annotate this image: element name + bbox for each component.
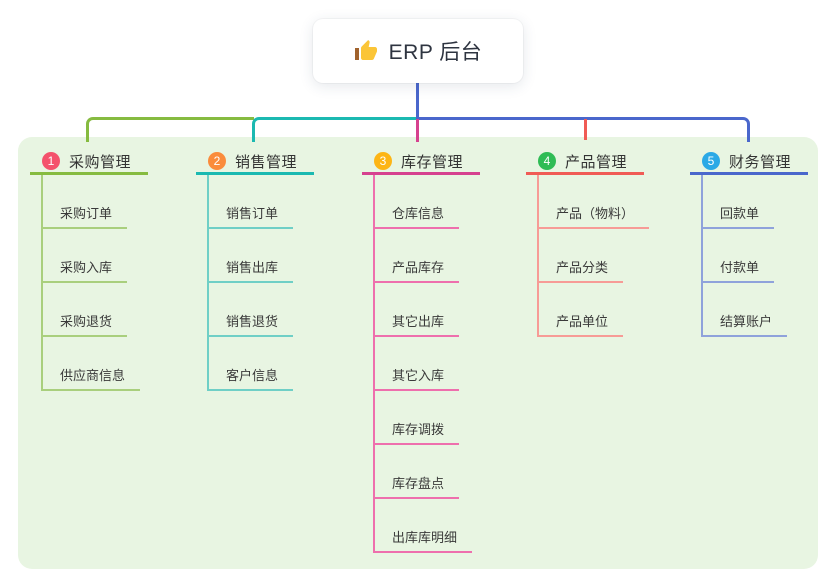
node-row: 仓库信息 xyxy=(375,175,480,229)
badge-2: 2 xyxy=(208,152,226,170)
node-row: 产品单位 xyxy=(539,283,644,337)
node-row: 采购订单 xyxy=(43,175,148,229)
node-item[interactable]: 付款单 xyxy=(703,257,775,283)
branch-inventory-header[interactable]: 3 库存管理 xyxy=(362,150,480,175)
node-item[interactable]: 客户信息 xyxy=(209,365,294,391)
node-item[interactable]: 仓库信息 xyxy=(375,203,460,229)
node-row: 回款单 xyxy=(703,175,808,229)
thumbs-up-icon xyxy=(354,39,378,63)
node-row: 销售退货 xyxy=(209,283,314,337)
connector-branch-5 xyxy=(416,117,750,142)
node-item[interactable]: 销售出库 xyxy=(209,257,294,283)
connector-branch-2 xyxy=(252,117,417,142)
node-item[interactable]: 其它出库 xyxy=(375,311,460,337)
branch-purchase-header[interactable]: 1 采购管理 xyxy=(30,150,148,175)
node-row: 库存盘点 xyxy=(375,445,480,499)
node-item[interactable]: 产品库存 xyxy=(375,257,460,283)
node-row: 其它入库 xyxy=(375,337,480,391)
node-row: 销售订单 xyxy=(209,175,314,229)
branch-product-children: 产品（物料） 产品分类 产品单位 xyxy=(537,175,650,337)
badge-1: 1 xyxy=(42,152,60,170)
branch-purchase-title: 采购管理 xyxy=(69,153,132,171)
node-row: 结算账户 xyxy=(703,283,808,337)
node-item[interactable]: 产品（物料） xyxy=(539,203,650,229)
node-row: 其它出库 xyxy=(375,283,480,337)
branch-product: 4 产品管理 产品（物料） 产品分类 产品单位 xyxy=(526,150,650,337)
branch-sales: 2 销售管理 销售订单 销售出库 销售退货 客户信息 xyxy=(196,150,314,391)
node-row: 出库库明细 xyxy=(375,499,480,553)
branch-finance-children: 回款单 付款单 结算账户 xyxy=(701,175,808,337)
node-row: 产品分类 xyxy=(539,229,644,283)
root-title: ERP 后台 xyxy=(388,41,483,64)
node-row: 产品（物料） xyxy=(539,175,650,229)
node-item[interactable]: 产品单位 xyxy=(539,311,624,337)
node-item[interactable]: 结算账户 xyxy=(703,311,788,337)
node-row: 产品库存 xyxy=(375,229,480,283)
node-item[interactable]: 回款单 xyxy=(703,203,775,229)
badge-5: 5 xyxy=(702,152,720,170)
node-item[interactable]: 产品分类 xyxy=(539,257,624,283)
node-row: 采购退货 xyxy=(43,283,148,337)
node-item[interactable]: 销售订单 xyxy=(209,203,294,229)
branch-purchase-children: 采购订单 采购入库 采购退货 供应商信息 xyxy=(41,175,148,391)
node-item[interactable]: 采购入库 xyxy=(43,257,128,283)
connector-stem xyxy=(416,83,419,120)
node-row: 采购入库 xyxy=(43,229,148,283)
branch-finance-header[interactable]: 5 财务管理 xyxy=(690,150,808,175)
branch-inventory-title: 库存管理 xyxy=(401,153,464,171)
node-item[interactable]: 采购退货 xyxy=(43,311,128,337)
node-row: 付款单 xyxy=(703,229,808,283)
connector-branch-1 xyxy=(86,117,254,142)
node-item[interactable]: 库存盘点 xyxy=(375,473,460,499)
branch-purchase: 1 采购管理 采购订单 采购入库 采购退货 供应商信息 xyxy=(30,150,148,391)
badge-4: 4 xyxy=(538,152,556,170)
node-item[interactable]: 其它入库 xyxy=(375,365,460,391)
branch-sales-children: 销售订单 销售出库 销售退货 客户信息 xyxy=(207,175,314,391)
branch-finance: 5 财务管理 回款单 付款单 结算账户 xyxy=(690,150,808,337)
branch-finance-title: 财务管理 xyxy=(729,153,792,171)
node-item[interactable]: 供应商信息 xyxy=(43,365,141,391)
branch-inventory: 3 库存管理 仓库信息 产品库存 其它出库 其它入库 库存调拨 库存盘点 出库库… xyxy=(362,150,480,553)
branch-product-title: 产品管理 xyxy=(565,153,628,171)
node-item[interactable]: 销售退货 xyxy=(209,311,294,337)
node-row: 库存调拨 xyxy=(375,391,480,445)
node-item[interactable]: 采购订单 xyxy=(43,203,128,229)
branch-sales-title: 销售管理 xyxy=(235,153,298,171)
branch-sales-header[interactable]: 2 销售管理 xyxy=(196,150,314,175)
node-row: 客户信息 xyxy=(209,337,314,391)
node-row: 销售出库 xyxy=(209,229,314,283)
connector-branch-4 xyxy=(584,119,587,140)
node-item[interactable]: 出库库明细 xyxy=(375,527,473,553)
node-item[interactable]: 库存调拨 xyxy=(375,419,460,445)
connector-branch-3 xyxy=(416,119,419,142)
badge-3: 3 xyxy=(374,152,392,170)
node-row: 供应商信息 xyxy=(43,337,148,391)
root-node-erp[interactable]: ERP 后台 xyxy=(313,19,523,83)
branch-product-header[interactable]: 4 产品管理 xyxy=(526,150,644,175)
branch-inventory-children: 仓库信息 产品库存 其它出库 其它入库 库存调拨 库存盘点 出库库明细 xyxy=(373,175,480,553)
